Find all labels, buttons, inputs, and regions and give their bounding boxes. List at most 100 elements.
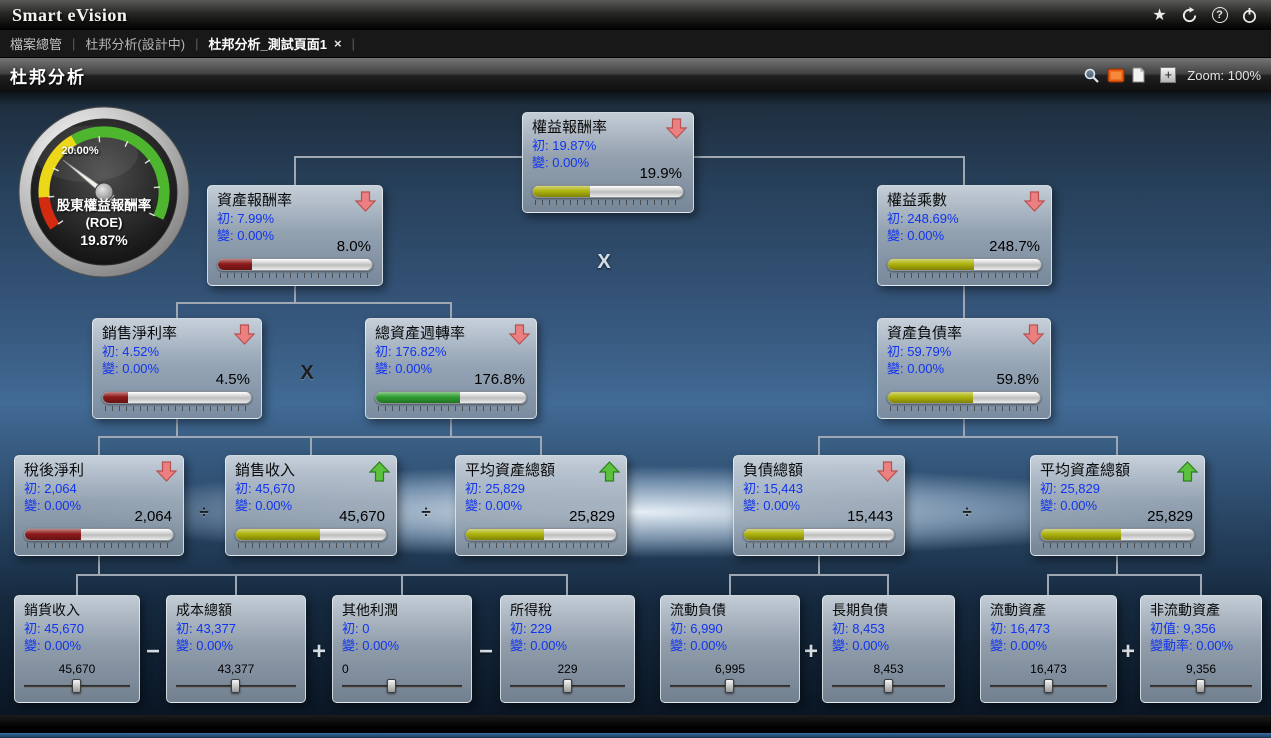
node-title: 非流動資產 <box>1150 602 1220 618</box>
tab-dupont-test-page[interactable]: 杜邦分析_測試頁面1 <box>208 37 327 52</box>
refresh-icon[interactable] <box>1180 6 1199 25</box>
slider[interactable] <box>832 679 945 693</box>
node-initial-value: 初: 59.79% <box>887 344 952 359</box>
slider[interactable] <box>1150 679 1252 693</box>
progress-bar <box>375 391 527 411</box>
zoom-in-button[interactable]: + <box>1160 67 1177 83</box>
menu-separator: | <box>72 36 76 51</box>
progress-bar <box>217 258 373 278</box>
trend-down-arrow-icon <box>1023 190 1046 213</box>
node-title: 銷售淨利率 <box>102 325 178 342</box>
zoom-search-icon[interactable] <box>1083 67 1100 84</box>
slider[interactable] <box>670 679 790 693</box>
node-title: 負債總額 <box>743 462 804 479</box>
node-initial-value: 初: 16,473 <box>990 621 1050 636</box>
document-icon[interactable] <box>1132 67 1145 83</box>
menu-item-dupont-design[interactable]: 杜邦分析(設計中) <box>85 37 186 52</box>
trend-up-arrow-icon <box>368 460 391 483</box>
node-initial-value: 初: 2,064 <box>24 481 77 496</box>
node-current-value: 59.8% <box>996 371 1039 388</box>
slider[interactable] <box>24 679 130 693</box>
slider[interactable] <box>990 679 1107 693</box>
gauge-arc-green <box>71 126 170 220</box>
node-current-value: 19.9% <box>639 165 682 182</box>
progress-bar <box>102 391 252 411</box>
operator-multiply: X <box>300 362 314 384</box>
tab-close-icon[interactable]: × <box>333 36 342 51</box>
titlebar-tools: + Zoom: 100% <box>1083 67 1261 84</box>
help-icon[interactable]: ? <box>1210 6 1229 25</box>
node-title: 所得稅 <box>510 602 552 618</box>
node-current-value: 25,829 <box>569 508 615 525</box>
node-title: 稅後淨利 <box>24 462 85 479</box>
node-initial-value: 初: 248.69% <box>887 211 959 226</box>
progress-bar <box>887 258 1042 278</box>
power-icon[interactable] <box>1240 6 1259 25</box>
gauge-ticks <box>48 136 160 225</box>
node-equity-multiplier[interactable]: 權益乘數初: 248.69%變: 0.00%248.7% <box>877 185 1052 286</box>
node-return-on-assets[interactable]: 資產報酬率初: 7.99%變: 0.00%8.0% <box>207 185 383 286</box>
node-roe[interactable]: 權益報酬率初: 19.87%變: 0.00%19.9% <box>522 112 694 213</box>
node-net-profit-margin[interactable]: 銷售淨利率初: 4.52%變: 0.00%4.5% <box>92 318 262 419</box>
node-title: 銷售收入 <box>235 462 296 479</box>
progress-bar <box>465 528 617 548</box>
gauge-tick-label: 20.00% <box>61 145 99 157</box>
node-current-value: 15,443 <box>847 508 893 525</box>
node-title: 權益乘數 <box>887 192 948 209</box>
menu-tab-bar: 檔案總管 | 杜邦分析(設計中) | 杜邦分析_測試頁面1 × | <box>0 30 1271 58</box>
slider-value: 43,377 <box>217 662 255 676</box>
bottom-status-bar <box>0 715 1271 733</box>
slider-handle[interactable] <box>387 679 397 693</box>
progress-bar <box>24 528 174 548</box>
ruler-ticks <box>890 406 1038 411</box>
node-change-value: 變: 0.00% <box>887 228 945 243</box>
ruler-ticks <box>468 543 614 548</box>
slider[interactable] <box>510 679 625 693</box>
slider[interactable] <box>342 679 462 693</box>
node-title: 成本總額 <box>176 602 232 618</box>
node-initial-value: 初: 8,453 <box>832 621 885 636</box>
ruler-ticks <box>27 543 171 548</box>
slider-handle[interactable] <box>1196 679 1205 693</box>
menu-item-file-explorer[interactable]: 檔案總管 <box>10 37 63 52</box>
slider-value: 8,453 <box>873 662 904 676</box>
slider-handle[interactable] <box>883 679 893 693</box>
node-change-value: 變: 0.00% <box>375 361 433 376</box>
gauge-arc-yellow <box>38 135 77 198</box>
node-current-value: 2,064 <box>134 508 172 525</box>
app-title: Smart eVision <box>12 4 128 25</box>
slider-handle[interactable] <box>725 679 734 693</box>
node-current-value: 45,670 <box>339 508 385 525</box>
node-title: 平均資產總額 <box>465 462 556 479</box>
trend-up-arrow-icon <box>1176 460 1199 483</box>
slider-handle[interactable] <box>1043 679 1053 693</box>
node-asset-turnover[interactable]: 總資產週轉率初: 176.82%變: 0.00%176.8% <box>365 318 537 419</box>
progress-bar <box>743 528 895 548</box>
node-debt-ratio[interactable]: 資產負債率初: 59.79%變: 0.00%59.8% <box>877 318 1051 419</box>
slider-handle[interactable] <box>72 679 81 693</box>
node-current-value: 176.8% <box>474 371 525 388</box>
slider-value: 6,995 <box>714 662 746 676</box>
favorites-star-icon[interactable]: ★ <box>1152 7 1167 24</box>
presentation-icon[interactable] <box>1107 68 1125 83</box>
slider-handle[interactable] <box>231 679 240 693</box>
slider-handle[interactable] <box>562 679 572 693</box>
slider-value: 9,356 <box>1185 662 1217 676</box>
operator-plus: + <box>1120 638 1136 665</box>
slider[interactable] <box>176 679 296 693</box>
progress-bar <box>887 391 1041 411</box>
